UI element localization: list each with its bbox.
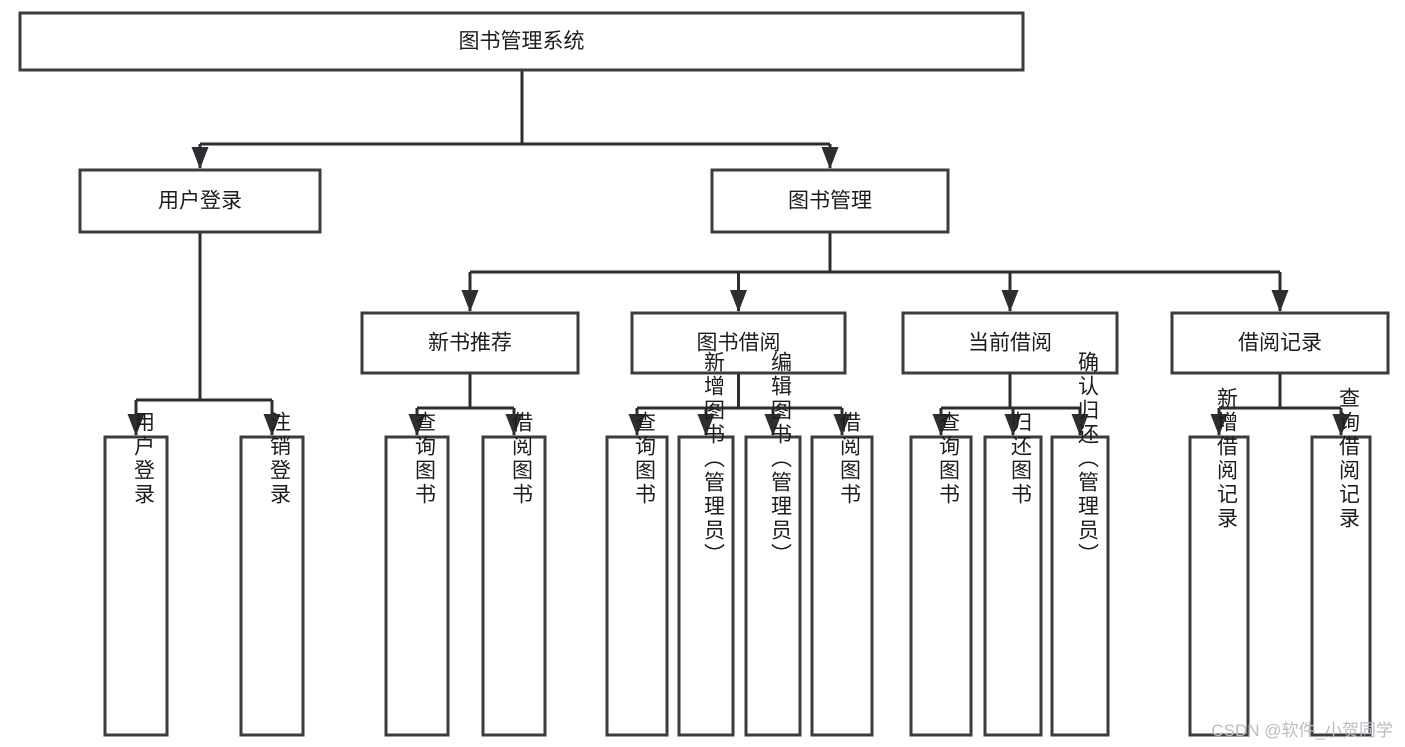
node-box-leaf-return-book[interactable] xyxy=(983,435,1043,737)
arrow-head-icon xyxy=(1001,290,1019,312)
node-label-leaf-query-book-borrow: 查询图书 xyxy=(633,411,657,507)
node-leaf-return-book[interactable]: 归还图书 xyxy=(983,411,1043,737)
node-leaf-add-book[interactable]: 新增图书（管理员） xyxy=(677,351,735,737)
node-box-leaf-query-book-borrow[interactable] xyxy=(605,435,669,737)
node-box-leaf-add-book[interactable] xyxy=(677,435,735,737)
node-book-management[interactable]: 图书管理 xyxy=(710,168,950,234)
node-label-new-book-recommend: 新书推荐 xyxy=(428,332,512,355)
arrow-head-icon xyxy=(263,414,281,436)
connectors-layer xyxy=(127,70,1350,436)
node-leaf-query-book-current[interactable]: 查询图书 xyxy=(909,411,973,737)
node-box-leaf-borrow-book-rec[interactable] xyxy=(481,435,547,737)
node-box-leaf-logout-login[interactable] xyxy=(239,435,305,737)
arrow-head-icon xyxy=(1071,414,1089,436)
node-leaf-borrow-book-rec[interactable]: 借阅图书 xyxy=(481,411,547,737)
arrow-head-icon xyxy=(932,414,950,436)
node-label-book-management: 图书管理 xyxy=(788,190,872,213)
arrow-head-icon xyxy=(764,414,782,436)
node-leaf-add-borrow-record[interactable]: 新增借阅记录 xyxy=(1188,387,1250,737)
node-box-book-borrow[interactable] xyxy=(630,311,847,375)
node-label-user-login: 用户登录 xyxy=(158,190,242,213)
node-label-leaf-add-book: 新增图书（管理员） xyxy=(702,351,726,567)
node-label-leaf-user-login: 用户登录 xyxy=(132,411,156,507)
arrow-head-icon xyxy=(1271,290,1289,312)
arrow-head-icon xyxy=(127,414,145,436)
node-box-leaf-user-login[interactable] xyxy=(103,435,169,737)
nodes-layer: 图书管理系统用户登录图书管理新书推荐图书借阅当前借阅借阅记录用户登录注销登录查询… xyxy=(18,11,1390,737)
node-book-borrow[interactable]: 图书借阅 xyxy=(630,311,847,375)
node-leaf-logout-login[interactable]: 注销登录 xyxy=(239,411,305,737)
node-box-borrow-record[interactable] xyxy=(1170,311,1390,375)
node-box-book-management[interactable] xyxy=(710,168,950,234)
node-label-leaf-edit-book: 编辑图书（管理员） xyxy=(769,351,793,567)
node-borrow-record[interactable]: 借阅记录 xyxy=(1170,311,1390,375)
arrow-head-icon xyxy=(628,414,646,436)
node-leaf-query-borrow-record[interactable]: 查询借阅记录 xyxy=(1310,387,1372,737)
node-box-leaf-confirm-return[interactable] xyxy=(1050,435,1110,737)
node-box-leaf-query-borrow-record[interactable] xyxy=(1310,435,1372,737)
arrow-head-icon xyxy=(697,414,715,436)
node-box-leaf-query-book-current[interactable] xyxy=(909,435,973,737)
node-box-current-borrow[interactable] xyxy=(901,311,1119,375)
arrow-head-icon xyxy=(408,414,426,436)
node-label-leaf-confirm-return: 确认归还（管理员） xyxy=(1076,351,1100,567)
node-label-borrow-record: 借阅记录 xyxy=(1238,332,1322,355)
node-box-leaf-query-book-rec[interactable] xyxy=(384,435,450,737)
node-leaf-user-login[interactable]: 用户登录 xyxy=(103,411,169,737)
node-box-new-book-recommend[interactable] xyxy=(360,311,580,375)
node-box-undefined[interactable] xyxy=(18,11,1025,72)
arrow-head-icon xyxy=(1004,414,1022,436)
node-undefined[interactable]: 图书管理系统 xyxy=(18,11,1025,72)
node-current-borrow[interactable]: 当前借阅 xyxy=(901,311,1119,375)
node-box-leaf-borrow-book[interactable] xyxy=(810,435,874,737)
arrow-head-icon xyxy=(833,414,851,436)
node-box-leaf-add-borrow-record[interactable] xyxy=(1188,435,1250,737)
arrow-head-icon xyxy=(821,147,839,169)
node-user-login[interactable]: 用户登录 xyxy=(78,168,322,234)
node-box-user-login[interactable] xyxy=(78,168,322,234)
node-label-leaf-borrow-book-rec: 借阅图书 xyxy=(510,411,534,507)
arrow-head-icon xyxy=(730,290,747,312)
node-leaf-edit-book[interactable]: 编辑图书（管理员） xyxy=(744,351,802,737)
node-leaf-query-book-borrow[interactable]: 查询图书 xyxy=(605,411,669,737)
node-box-leaf-edit-book[interactable] xyxy=(744,435,802,737)
node-label-leaf-query-book-current: 查询图书 xyxy=(937,411,961,507)
node-label-leaf-logout-login: 注销登录 xyxy=(268,411,292,507)
node-new-book-recommend[interactable]: 新书推荐 xyxy=(360,311,580,375)
arrow-head-icon xyxy=(1332,414,1350,436)
node-leaf-query-book-rec[interactable]: 查询图书 xyxy=(384,411,450,737)
arrow-head-icon xyxy=(191,147,209,169)
node-label-book-borrow: 图书借阅 xyxy=(697,332,781,355)
node-label-leaf-borrow-book: 借阅图书 xyxy=(838,411,862,507)
node-leaf-borrow-book[interactable]: 借阅图书 xyxy=(810,411,874,737)
node-label-leaf-query-book-rec: 查询图书 xyxy=(413,411,437,507)
arrow-head-icon xyxy=(505,414,523,436)
node-label-current-borrow: 当前借阅 xyxy=(968,332,1052,355)
node-leaf-confirm-return[interactable]: 确认归还（管理员） xyxy=(1050,351,1110,737)
node-label-leaf-add-borrow-record: 新增借阅记录 xyxy=(1215,387,1239,531)
arrow-head-icon xyxy=(461,290,479,312)
node-label-undefined: 图书管理系统 xyxy=(459,30,585,53)
node-label-leaf-query-borrow-record: 查询借阅记录 xyxy=(1337,387,1361,531)
arrow-head-icon xyxy=(1210,414,1228,436)
node-label-leaf-return-book: 归还图书 xyxy=(1009,411,1033,507)
